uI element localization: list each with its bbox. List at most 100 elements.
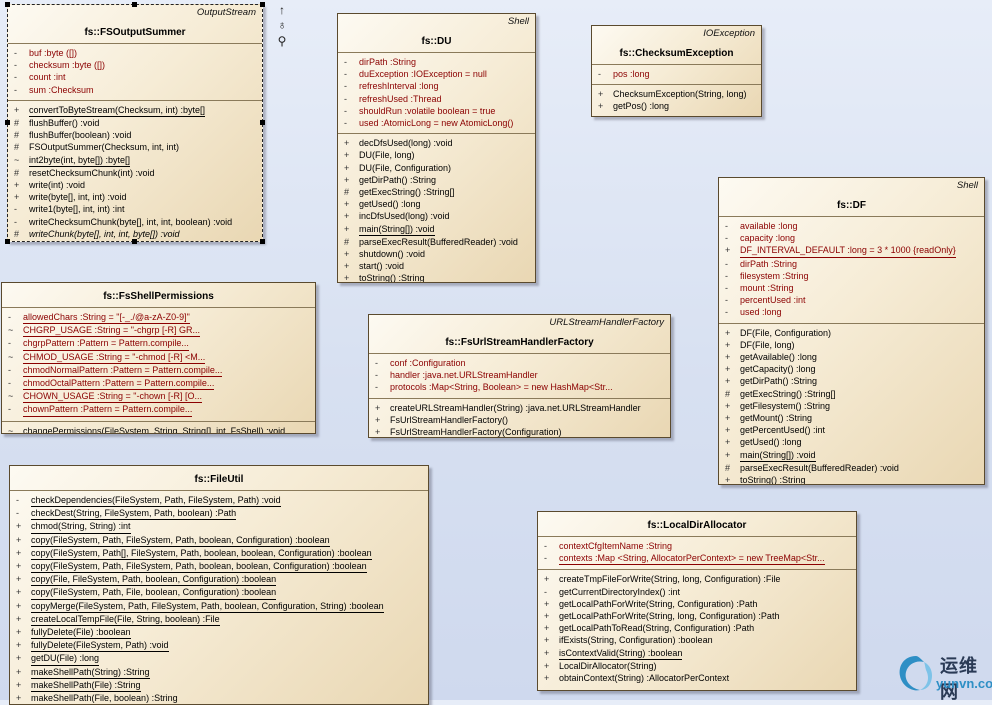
attribute-row[interactable]: -used :long <box>725 306 978 318</box>
operation-row[interactable]: +write(int) :void <box>14 179 256 191</box>
operation-row[interactable]: +incDfsUsed(long) :void <box>344 210 529 222</box>
operation-row[interactable]: #parseExecResult(BufferedReader) :void <box>344 236 529 248</box>
selection-handle-se[interactable] <box>260 239 265 244</box>
selection-handle-w[interactable] <box>5 120 10 125</box>
operation-row[interactable]: +write(byte[], int, int) :void <box>14 191 256 203</box>
operation-row[interactable]: +ChecksumException(String, long) <box>598 88 755 100</box>
operation-row[interactable]: +start() :void <box>344 260 529 272</box>
attribute-row[interactable]: -contextCfgItemName :String <box>544 540 850 552</box>
operation-row[interactable]: +getDU(File) :long <box>16 652 422 666</box>
operation-row[interactable]: +getDirPath() :String <box>725 375 978 387</box>
class-localdirallocator[interactable]: fs::LocalDirAllocator-contextCfgItemName… <box>537 511 857 691</box>
operation-row[interactable]: +getMount() :String <box>725 412 978 424</box>
attribute-row[interactable]: -protocols :Map<String, Boolean> = new H… <box>375 381 664 393</box>
operation-row[interactable]: -getCurrentDirectoryIndex() :int <box>544 586 850 598</box>
operation-row[interactable]: +DF(File, Configuration) <box>725 327 978 339</box>
operation-row[interactable]: +getFilesystem() :String <box>725 400 978 412</box>
operation-row[interactable]: +copy(FileSystem, Path, File, boolean, C… <box>16 586 422 600</box>
operation-row[interactable]: +makeShellPath(File, boolean) :String <box>16 692 422 704</box>
operation-row[interactable]: +makeShellPath(String) :String <box>16 666 422 679</box>
operation-row[interactable]: #getExecString() :String[] <box>344 186 529 198</box>
attribute-row[interactable]: -buf :byte ([]) <box>14 47 256 59</box>
attribute-row[interactable]: -allowedChars :String = "[-_./@a-zA-Z0-9… <box>8 311 309 325</box>
paint-bucket-icon[interactable]: ♁ <box>277 18 287 32</box>
operation-row[interactable]: +getCapacity() :long <box>725 363 978 375</box>
attribute-row[interactable]: ~CHMOD_USAGE :String = "-chmod [-R] <M..… <box>8 351 309 364</box>
operation-row[interactable]: +getPercentUsed() :int <box>725 424 978 436</box>
attribute-row[interactable]: -available :long <box>725 220 978 232</box>
operation-row[interactable]: +copyMerge(FileSystem, Path, FileSystem,… <box>16 600 422 613</box>
operation-row[interactable]: #resetChecksumChunk(int) :void <box>14 167 256 179</box>
operation-row[interactable]: -writeChecksumChunk(byte[], int, int, bo… <box>14 216 256 228</box>
operation-row[interactable]: +createLocalTempFile(File, String, boole… <box>16 613 422 627</box>
operation-row[interactable]: +makeShellPath(File) :String <box>16 679 422 693</box>
selection-handle-ne[interactable] <box>260 2 265 7</box>
attribute-row[interactable]: -mount :String <box>725 282 978 294</box>
attribute-row[interactable]: -capacity :long <box>725 232 978 244</box>
operation-row[interactable]: #flushBuffer() :void <box>14 117 256 129</box>
operation-row[interactable]: ~changePermissions(FileSystem, String, S… <box>8 425 309 433</box>
attribute-row[interactable]: -duException :IOException = null <box>344 68 529 80</box>
operation-row[interactable]: +FsUrlStreamHandlerFactory() <box>375 414 664 426</box>
attribute-row[interactable]: ~CHOWN_USAGE :String = "-chown [-R] [O..… <box>8 390 309 404</box>
operation-row[interactable]: +obtainContext(String) :AllocatorPerCont… <box>544 672 850 684</box>
class-fileutil[interactable]: fs::FileUtil-checkDependencies(FileSyste… <box>9 465 429 705</box>
operation-row[interactable]: #parseExecResult(BufferedReader) :void <box>725 462 978 474</box>
attribute-row[interactable]: -chmodOctalPattern :Pattern = Pattern.co… <box>8 377 309 391</box>
selection-handle-s[interactable] <box>132 239 137 244</box>
operation-row[interactable]: +toString() :String <box>344 272 529 282</box>
operation-row[interactable]: -checkDest(String, FileSystem, Path, boo… <box>16 507 422 521</box>
operation-row[interactable]: +copy(FileSystem, Path, FileSystem, Path… <box>16 534 422 547</box>
attribute-row[interactable]: -used :AtomicLong = new AtomicLong() <box>344 117 529 129</box>
attribute-row[interactable]: -dirPath :String <box>344 56 529 68</box>
attribute-row[interactable]: -conf :Configuration <box>375 357 664 369</box>
attribute-row[interactable]: ~CHGRP_USAGE :String = "-chgrp [-R] GR..… <box>8 324 309 338</box>
operation-row[interactable]: +LocalDirAllocator(String) <box>544 660 850 672</box>
operation-row[interactable]: +FsUrlStreamHandlerFactory(Configuration… <box>375 426 664 437</box>
operation-row[interactable]: +getLocalPathForWrite(String, long, Conf… <box>544 610 850 622</box>
attribute-row[interactable]: -count :int <box>14 71 256 83</box>
selection-handle-e[interactable] <box>260 120 265 125</box>
attribute-row[interactable]: -shouldRun :volatile boolean = true <box>344 105 529 117</box>
operation-row[interactable]: +createURLStreamHandler(String) :java.ne… <box>375 402 664 414</box>
attribute-row[interactable]: -sum :Checksum <box>14 84 256 96</box>
operation-row[interactable]: +copy(FileSystem, Path[], FileSystem, Pa… <box>16 547 422 561</box>
operation-row[interactable]: +DF(File, long) <box>725 339 978 351</box>
attribute-row[interactable]: -chmodNormalPattern :Pattern = Pattern.c… <box>8 364 309 378</box>
operation-row[interactable]: +getPos() :long <box>598 100 755 112</box>
attribute-row[interactable]: -pos :long <box>598 68 755 80</box>
attribute-row[interactable]: -refreshUsed :Thread <box>344 93 529 105</box>
class-fsshellpermissions[interactable]: fs::FsShellPermissions-allowedChars :Str… <box>1 282 316 434</box>
operation-row[interactable]: +getAvailable() :long <box>725 351 978 363</box>
operation-row[interactable]: #FSOutputSummer(Checksum, int, int) <box>14 141 256 153</box>
operation-row[interactable]: -checkDependencies(FileSystem, Path, Fil… <box>16 494 422 508</box>
magnifier-icon[interactable]: ⚲ <box>277 34 287 48</box>
operation-row[interactable]: +toString() :String <box>725 474 978 484</box>
operation-row[interactable]: +isContextValid(String) :boolean <box>544 647 850 660</box>
operation-row[interactable]: +decDfsUsed(long) :void <box>344 137 529 149</box>
selection-handle-sw[interactable] <box>5 239 10 244</box>
selection-handle-n[interactable] <box>132 2 137 7</box>
operation-row[interactable]: +getUsed() :long <box>725 436 978 448</box>
operation-row[interactable]: +copy(FileSystem, Path, FileSystem, Path… <box>16 560 422 574</box>
operation-row[interactable]: #writeChunk(byte[], int, int, byte[]) :v… <box>14 228 256 240</box>
operation-row[interactable]: -write1(byte[], int, int) :int <box>14 203 256 215</box>
operation-row[interactable]: +main(String[]) :void <box>725 449 978 462</box>
attribute-row[interactable]: -filesystem :String <box>725 270 978 282</box>
operation-row[interactable]: +fullyDelete(File) :boolean <box>16 626 422 640</box>
operation-row[interactable]: +createTmpFileForWrite(String, long, Con… <box>544 573 850 585</box>
attribute-row[interactable]: -handler :java.net.URLStreamHandler <box>375 369 664 381</box>
operation-row[interactable]: +fullyDelete(FileSystem, Path) :void <box>16 639 422 653</box>
operation-row[interactable]: +ifExists(String, Configuration) :boolea… <box>544 634 850 646</box>
operation-row[interactable]: #flushBuffer(boolean) :void <box>14 129 256 141</box>
operation-row[interactable]: +convertToByteStream(Checksum, int) :byt… <box>14 104 256 118</box>
operation-row[interactable]: +shutdown() :void <box>344 248 529 260</box>
operation-row[interactable]: +chmod(String, String) :int <box>16 520 422 534</box>
operation-row[interactable]: ~int2byte(int, byte[]) :byte[] <box>14 154 256 167</box>
attribute-row[interactable]: -refreshInterval :long <box>344 80 529 92</box>
attribute-row[interactable]: -checksum :byte ([]) <box>14 59 256 71</box>
attribute-row[interactable]: -percentUsed :int <box>725 294 978 306</box>
